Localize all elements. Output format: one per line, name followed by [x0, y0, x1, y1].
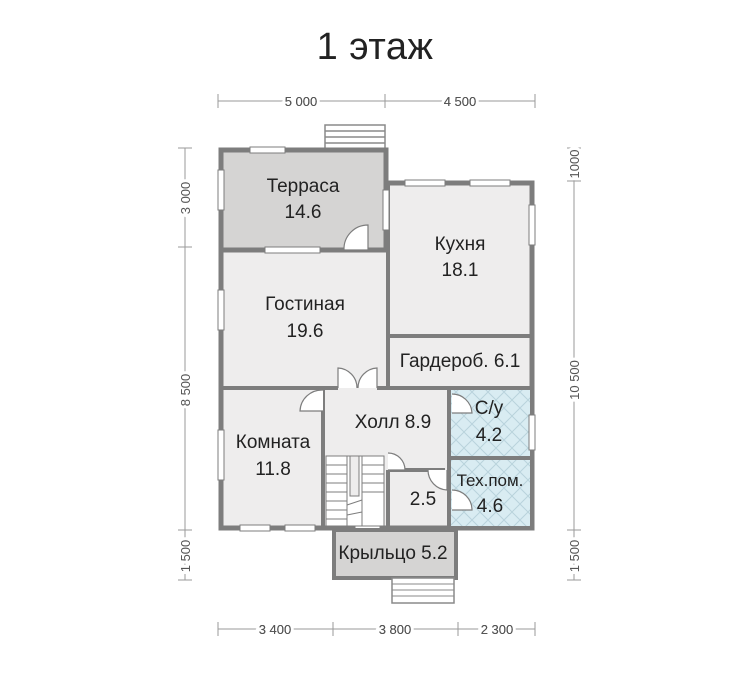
staircase: [325, 455, 385, 527]
room-wardrobe-label: Гардероб. 6.1: [400, 351, 521, 372]
dim-bottom-left: 3 400: [259, 622, 292, 637]
dim-bottom-left-fg: 3 400: [259, 622, 292, 637]
room-kitchen-name: Кухня: [435, 234, 486, 255]
dim-bottom-mid-fg: 3 800: [379, 622, 412, 637]
porch: [332, 528, 458, 604]
dim-left-bottom: 1 500: [178, 540, 193, 573]
dimension-lines: [178, 94, 581, 636]
dim-top-right-fg: 4 500: [444, 94, 477, 109]
dim-left-top-bg: 3 000: [178, 182, 193, 215]
floor-title: 1 этаж: [316, 26, 434, 68]
room-terrace-name: Терраса: [267, 176, 340, 197]
dim-right-bottom: 1 500: [567, 540, 582, 573]
room-utility-area: 4.6: [477, 496, 503, 517]
dim-top-left: 5 000: [285, 94, 318, 109]
dim-bottom-mid: 3 800: [379, 622, 412, 637]
room-bathroom-name: С/у: [475, 398, 504, 419]
dim-right-top: 1000: [567, 150, 582, 179]
dim-top-right: 4 500: [444, 94, 477, 109]
room-kitchen-area: 18.1: [442, 260, 479, 281]
room-living-area: 19.6: [287, 321, 324, 342]
room-terrace-area: 14.6: [285, 202, 322, 223]
terrace-steps: [324, 124, 386, 150]
room-living-name: Гостиная: [265, 294, 345, 315]
dim-right-mid: 10 500: [567, 360, 582, 400]
dim-bottom-right: 2 300: [481, 622, 514, 637]
room-porch-label: Крыльцо 5.2: [338, 543, 447, 564]
room-bathroom-area: 4.2: [476, 425, 502, 446]
dim-left-mid: 8 500: [178, 374, 193, 407]
room-vestibule-label: 2.5: [410, 489, 436, 510]
room-hall-label: Холл 8.9: [355, 412, 431, 433]
room-utility-name: Тех.пом.: [457, 471, 524, 490]
utility-tiles: [451, 460, 530, 526]
room-bedroom-name: Комната: [236, 432, 311, 453]
dim-top-left-fg: 5 000: [285, 94, 318, 109]
room-bedroom-area: 11.8: [255, 459, 291, 480]
dim-bottom-right-fg: 2 300: [481, 622, 514, 637]
